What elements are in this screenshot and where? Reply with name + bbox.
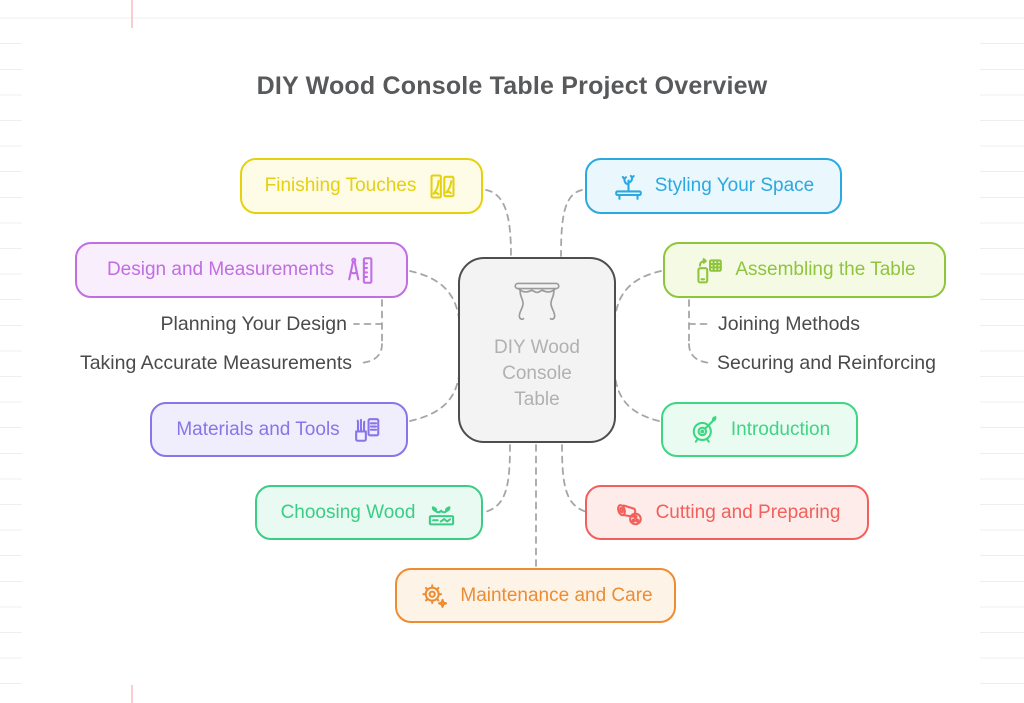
gear-sparkle-icon <box>418 580 449 611</box>
sub-label-joining-methods: Joining Methods <box>718 313 861 335</box>
connector-introduction-to-center <box>614 375 660 422</box>
center-node-label: DIY Wood Console Table <box>494 337 580 410</box>
node-label: Cutting and Preparing <box>655 501 841 523</box>
connector-materials-to-center <box>409 375 460 422</box>
node-design-and-measurements: Design and Measurements <box>75 242 408 298</box>
node-styling-your-space: Styling Your Space <box>585 158 842 214</box>
wood-plank-icon <box>426 497 457 528</box>
sub-label-planning-your-design: Planning Your Design <box>160 313 347 335</box>
node-cutting-and-preparing: Cutting and Preparing <box>585 485 869 540</box>
node-materials-and-tools: Materials and Tools <box>150 402 408 457</box>
center-node-diy-wood-console-table: DIY Wood Console Table <box>458 257 616 443</box>
console-table-icon <box>508 278 566 329</box>
tools-list-icon <box>351 414 382 445</box>
device-assembly-icon <box>693 255 724 286</box>
connector-assembling-to-center <box>614 270 662 319</box>
node-finishing-touches: Finishing Touches <box>240 158 483 214</box>
target-dart-icon <box>689 414 720 445</box>
node-label: Choosing Wood <box>280 501 416 523</box>
connector-center-to-cutting <box>561 444 588 513</box>
decor-panels-icon <box>427 171 458 202</box>
node-label: Styling Your Space <box>654 175 815 196</box>
sub-label-securing-and-reinforcing: Securing and Reinforcing <box>717 352 936 374</box>
node-label: Finishing Touches <box>264 175 417 196</box>
connector-finishing-to-center <box>485 189 512 257</box>
page-title: DIY Wood Console Table Project Overview <box>256 72 768 100</box>
logs-icon <box>614 497 645 528</box>
plant-on-table-icon <box>613 171 644 202</box>
connector-design-to-center <box>409 270 460 319</box>
node-maintenance-and-care: Maintenance and Care <box>395 568 676 623</box>
node-assembling-the-table: Assembling the Table <box>663 242 946 298</box>
node-label: Design and Measurements <box>106 259 335 280</box>
node-choosing-wood: Choosing Wood <box>255 485 483 540</box>
node-introduction: Introduction <box>661 402 858 457</box>
connector-styling-to-center <box>560 189 583 257</box>
node-label: Introduction <box>730 418 831 440</box>
node-label: Maintenance and Care <box>460 584 653 606</box>
connector-center-to-choosing <box>484 444 511 513</box>
node-label: Materials and Tools <box>176 418 340 440</box>
branch-assembling-children <box>688 299 713 364</box>
compass-ruler-icon <box>345 255 376 286</box>
branch-design-children <box>353 299 383 364</box>
node-label: Assembling the Table <box>735 259 916 280</box>
sub-label-taking-accurate-measurements: Taking Accurate Measurements <box>79 352 352 374</box>
